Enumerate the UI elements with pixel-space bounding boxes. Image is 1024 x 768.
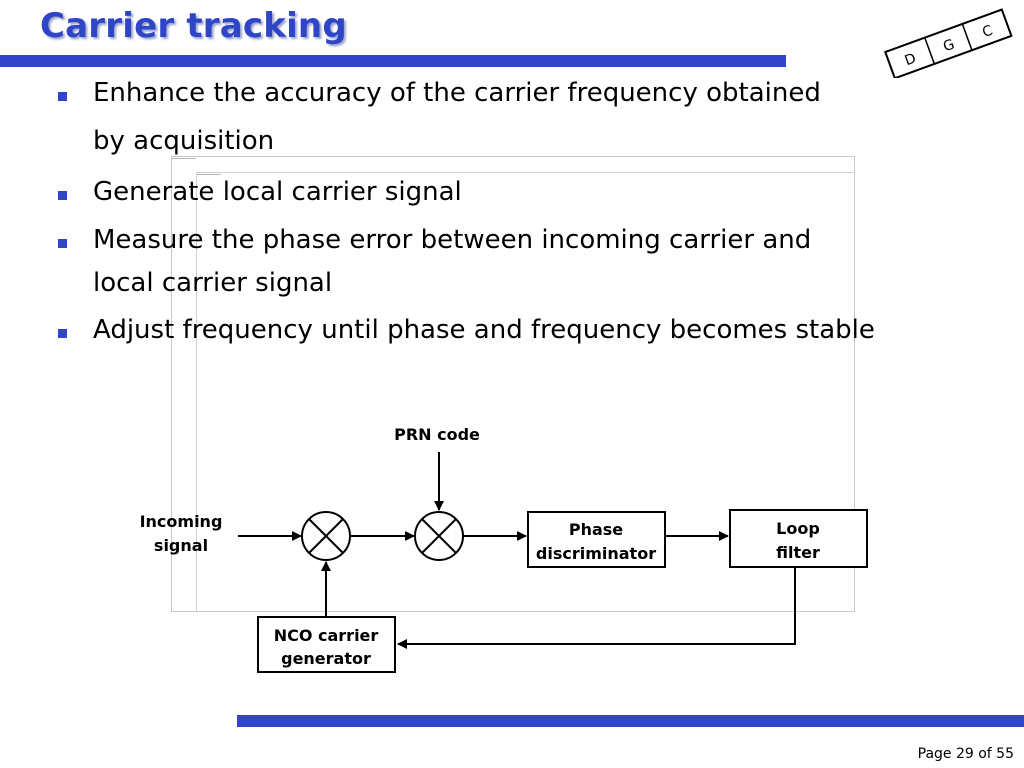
phase-discriminator-label: Phase <box>569 520 623 539</box>
bullet-square-icon <box>58 191 67 200</box>
bullet-text-continued: local carrier signal <box>93 268 333 298</box>
title-underline-bar <box>0 55 786 67</box>
page-number: Page 29 of 55 <box>917 746 1014 762</box>
frame-corner-mark <box>197 174 221 181</box>
logo-letter-d: D <box>903 50 919 69</box>
phase-discriminator-box <box>527 511 666 568</box>
slide-title: Carrier tracking <box>40 6 347 46</box>
bullet-text-continued: by acquisition <box>93 126 275 156</box>
incoming-signal-label: signal <box>154 536 208 555</box>
loop-filter-label: filter <box>776 543 820 562</box>
mixer-2 <box>414 511 464 561</box>
phase-discriminator-label: discriminator <box>536 544 656 563</box>
dgc-logo: D G C <box>884 8 1013 78</box>
prn-code-label: PRN code <box>394 425 480 444</box>
loop-filter-label: Loop <box>776 519 820 538</box>
bullet-square-icon <box>58 239 67 248</box>
bullet-text: Generate local carrier signal <box>93 177 462 207</box>
bullet-item: Enhance the accuracy of the carrier freq… <box>58 80 821 154</box>
bullet-text: Measure the phase error between incoming… <box>93 225 812 255</box>
bullet-square-icon <box>58 329 67 338</box>
embedded-frame-inner <box>196 172 854 611</box>
loop-filter-box <box>729 509 868 568</box>
mixer-1 <box>301 511 351 561</box>
bullet-item: Generate local carrier signal <box>58 179 462 205</box>
bullet-square-icon <box>58 92 67 101</box>
frame-corner-mark <box>172 158 196 165</box>
footer-bar <box>237 715 1024 727</box>
logo-letter-g: G <box>941 36 957 55</box>
nco-carrier-generator-label: NCO carrier <box>274 626 379 645</box>
bullet-text: Adjust frequency until phase and frequen… <box>93 315 875 345</box>
nco-carrier-generator-box <box>257 616 396 673</box>
bullet-item: Measure the phase error between incoming… <box>58 227 811 296</box>
embedded-frame-outer <box>171 156 855 612</box>
bullet-text: Enhance the accuracy of the carrier freq… <box>93 78 821 108</box>
nco-carrier-generator-label: generator <box>281 649 371 668</box>
arrow-loop-filter-to-nco <box>397 567 796 649</box>
bullet-item: Adjust frequency until phase and frequen… <box>58 317 875 343</box>
incoming-signal-label: Incoming <box>140 512 223 531</box>
